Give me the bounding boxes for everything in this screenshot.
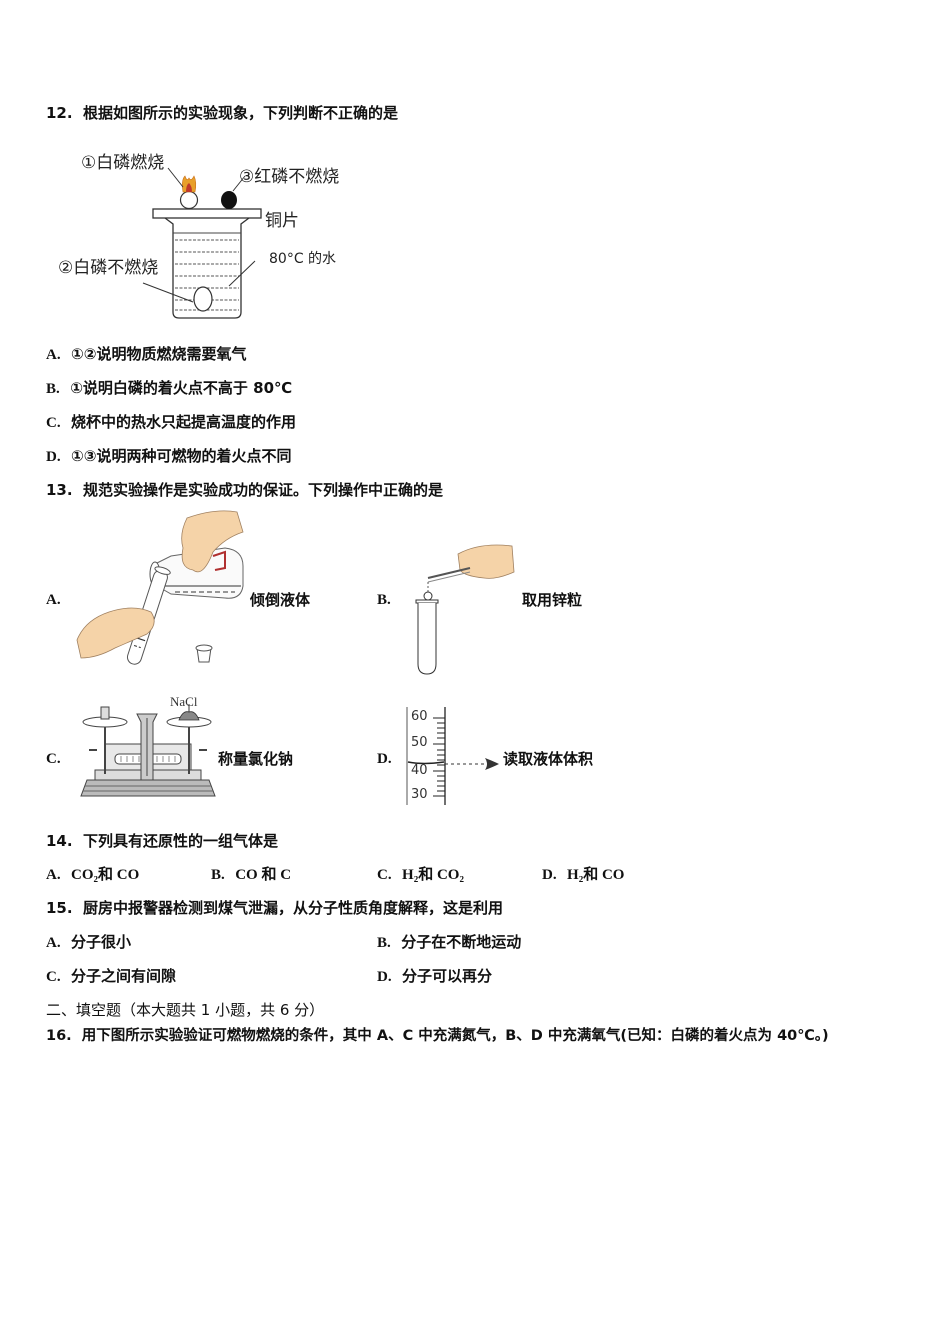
label-copper-plate: 铜片	[265, 211, 299, 231]
q12-text: 根据如图所示的实验现象，下列判断不正确的是	[83, 104, 399, 122]
scale-label-50: 50	[411, 735, 428, 750]
q15-text: 厨房中报警器检测到煤气泄漏，从分子性质角度解释，这是利用	[83, 899, 504, 917]
q16-text: 用下图所示实验验证可燃物燃烧的条件，其中 A、C 中充满氮气，B、D 中充满氧气…	[81, 1028, 829, 1044]
zinc-granule-figure	[400, 540, 520, 680]
q14-option-c[interactable]: C. H₂和 CO₂	[377, 867, 464, 883]
q14-option-b[interactable]: B. CO 和 C	[211, 867, 292, 883]
q16-stem: 16. 用下图所示实验验证可燃物燃烧的条件，其中 A、C 中充满氮气，B、D 中…	[46, 1026, 829, 1046]
q13-option-b-letter[interactable]: B.	[377, 592, 391, 608]
q16-number: 16.	[46, 1028, 72, 1044]
scale-label-30: 30	[411, 787, 428, 802]
q13-option-b-caption: 取用锌粒	[522, 591, 583, 609]
q14-stem: 14. 下列具有还原性的一组气体是	[46, 831, 278, 851]
q12-number: 12.	[46, 104, 73, 122]
q12-stem: 12. 根据如图所示的实验现象，下列判断不正确的是	[46, 103, 398, 123]
nacl-label: NaCl	[170, 694, 198, 709]
label-red-phosphorus-not-burning: ③红磷不燃烧	[239, 167, 340, 187]
q12-option-d[interactable]: D. ①③说明两种可燃物的着火点不同	[46, 447, 292, 465]
beaker-diagram	[142, 167, 262, 319]
q12-option-a[interactable]: A. ①②说明物质燃烧需要氧气	[46, 345, 247, 363]
label-hot-water: 80°C 的水	[269, 251, 337, 267]
q14-option-a[interactable]: A. CO₂和 CO	[46, 867, 140, 883]
q13-option-d-caption: 读取液体体积	[503, 750, 594, 768]
balance-figure: NaCl	[75, 692, 220, 804]
q14-option-d[interactable]: D. H₂和 CO	[542, 867, 625, 883]
q14-text: 下列具有还原性的一组气体是	[83, 832, 279, 850]
graduated-cylinder-figure: 60 50 40 30	[403, 703, 503, 808]
pouring-liquid-figure	[75, 508, 245, 673]
q15-option-a[interactable]: A. 分子很小	[46, 933, 132, 951]
q13-option-a-letter[interactable]: A.	[46, 592, 61, 608]
q12-figure-beaker: ①白磷燃烧 ③红磷不燃烧 铜片 ②白磷不燃烧 80°C 的水	[55, 140, 375, 325]
q13-option-c-caption: 称量氯化钠	[218, 750, 294, 768]
section-heading-fill-in: 二、填空题（本大题共 1 小题，共 6 分）	[46, 1001, 325, 1019]
q15-stem: 15. 厨房中报警器检测到煤气泄漏，从分子性质角度解释，这是利用	[46, 898, 503, 918]
q12-option-c[interactable]: C. 烧杯中的热水只起提高温度的作用	[46, 413, 297, 431]
q14-number: 14.	[46, 832, 73, 850]
q13-option-a-caption: 倾倒液体	[250, 591, 311, 609]
q15-option-b[interactable]: B. 分子在不断地运动	[377, 933, 522, 951]
q15-option-d[interactable]: D. 分子可以再分	[377, 967, 493, 985]
q15-option-c[interactable]: C. 分子之间有间隙	[46, 967, 177, 985]
q13-text: 规范实验操作是实验成功的保证。下列操作中正确的是	[83, 481, 444, 499]
q13-stem: 13. 规范实验操作是实验成功的保证。下列操作中正确的是	[46, 480, 443, 500]
label-white-phosphorus-not-burning: ②白磷不燃烧	[58, 258, 159, 278]
q15-number: 15.	[46, 899, 73, 917]
q12-option-b[interactable]: B. ①说明白磷的着火点不高于 80℃	[46, 379, 293, 397]
q13-option-c-letter[interactable]: C.	[46, 751, 61, 767]
q13-option-d-letter[interactable]: D.	[377, 751, 392, 767]
label-white-phosphorus-burning: ①白磷燃烧	[81, 153, 165, 173]
scale-label-60: 60	[411, 709, 428, 724]
q13-number: 13.	[46, 481, 73, 499]
scale-label-40: 40	[411, 763, 428, 778]
